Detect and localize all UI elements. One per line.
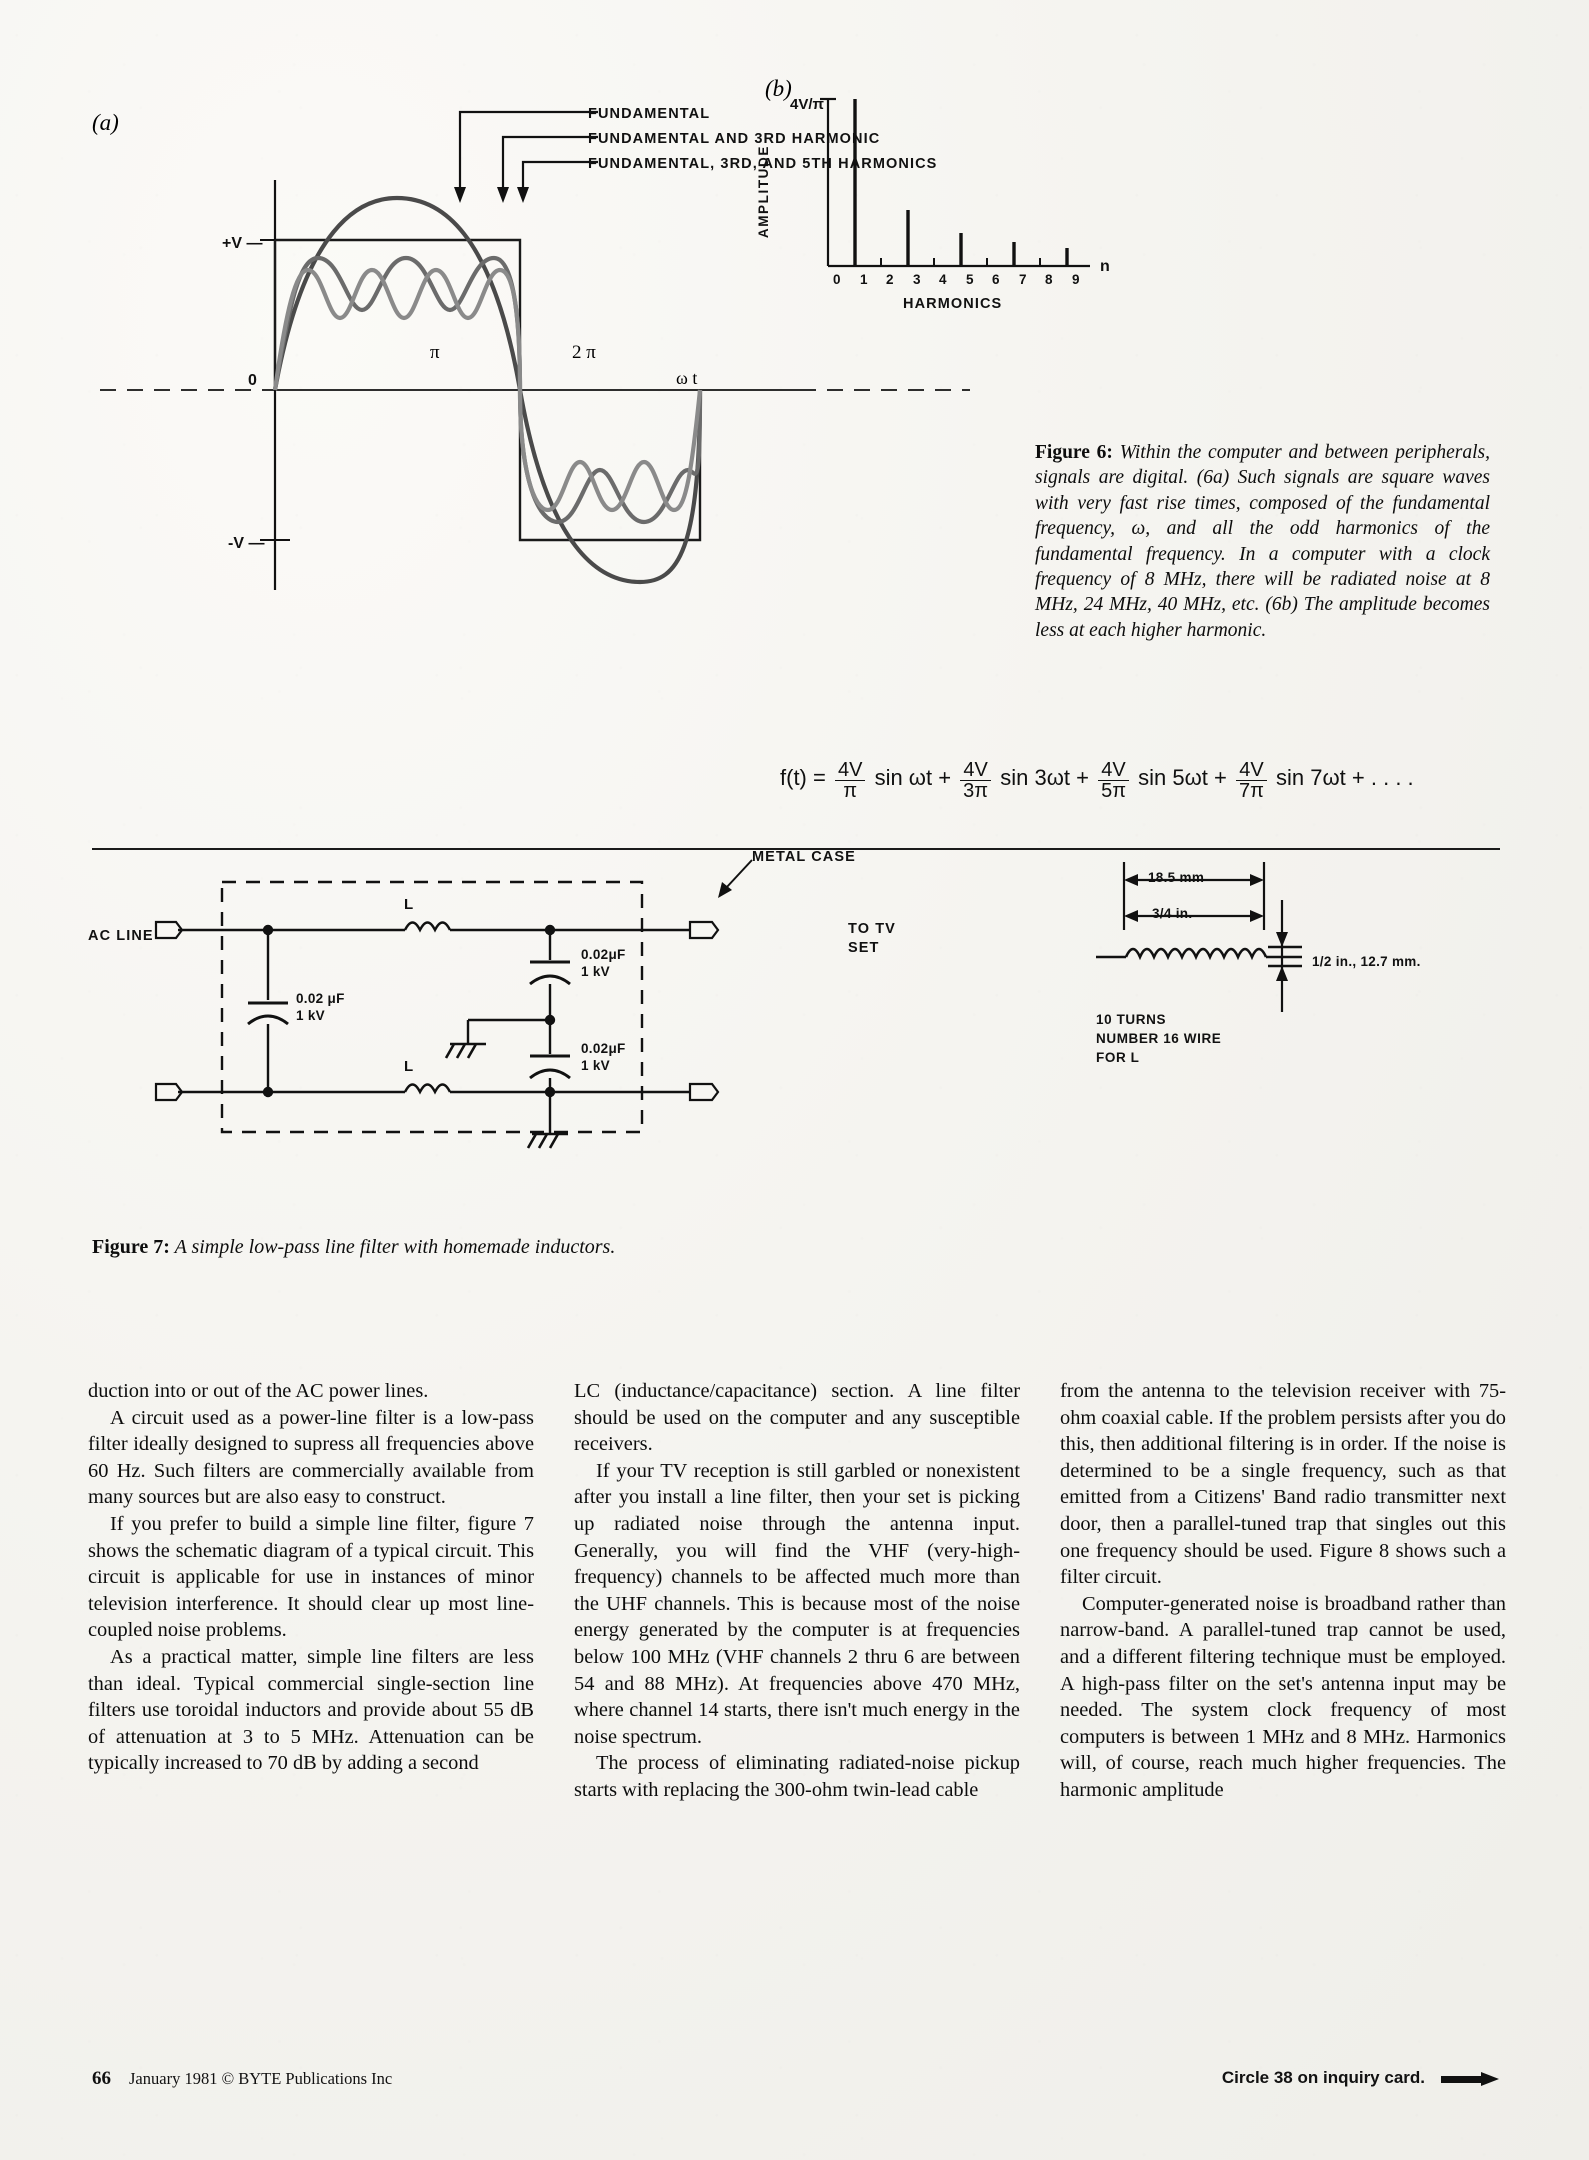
tick-7: 7 (1019, 272, 1028, 287)
coil-turns-line3: FOR L (1096, 1050, 1140, 1065)
tick-2: 2 (886, 272, 895, 287)
figure-6-caption: Figure 6: Within the computer and betwee… (1035, 440, 1490, 643)
footer-right: Circle 38 on inquiry card. (1222, 2068, 1499, 2088)
figure-6: (a) FUNDAMENTAL FUNDAMENTAL AND 3RD HARM… (0, 0, 1589, 845)
equation-term-1-rest: sin ωt + (874, 764, 952, 790)
coil-dim-length-label: 1/2 in., 12.7 mm. (1312, 954, 1421, 969)
metal-case-leader (718, 859, 753, 898)
page-footer: 66 January 1981 © BYTE Publications Inc … (0, 2060, 1589, 2120)
equation-term-4-fraction: 4V 7π (1235, 760, 1267, 802)
tick-4: 4 (939, 272, 948, 287)
panel-b-label: (b) (765, 76, 792, 101)
equation-term-3-rest: sin 5ωt + (1138, 764, 1227, 790)
body-column-1: duction into or out of the AC power line… (88, 1378, 534, 2018)
callout-fundamental-3rd-5th: FUNDAMENTAL, 3RD, AND 5TH HARMONICS (588, 156, 938, 172)
to-tv-line1: TO TV (848, 921, 896, 937)
col1-para-1: duction into or out of the AC power line… (88, 1380, 429, 1402)
square-wave-fourier-plot (100, 180, 970, 590)
tick-8: 8 (1045, 272, 1054, 287)
figure-7-caption-text: A simple low-pass line filter with homem… (169, 1236, 616, 1258)
col1-para-3: If you prefer to build a simple line fil… (88, 1512, 534, 1642)
section-divider (92, 848, 1500, 850)
harmonic-spectrum-chart (820, 97, 1090, 268)
spectrum-x-axis-var: n (1100, 258, 1110, 275)
callout-fundamental: FUNDAMENTAL (588, 106, 711, 122)
capacitor-c2-label: 0.02μF 1 kV (581, 946, 626, 980)
spectrum-y-top-label: 4V/π (790, 96, 824, 113)
col2-para-1: LC (inductance/capacitance) section. A l… (574, 1380, 1020, 1456)
equation-term-3-fraction: 4V 5π (1098, 760, 1129, 802)
col2-para-2: If your TV reception is still garbled or… (574, 1459, 1020, 1748)
callout-fundamental-3rd: FUNDAMENTAL AND 3RD HARMONIC (588, 131, 881, 147)
spectrum-tick-labels: 0 1 2 3 4 5 6 7 8 9 (818, 272, 1108, 294)
panel-a-label: (a) (92, 110, 119, 135)
axis-label-origin: 0 (248, 372, 257, 389)
c1-rating: 1 kV (296, 1008, 325, 1023)
coil-dim-in-label: 3/4 in. (1152, 906, 1193, 921)
figure-7-caption-label: Figure 7: (92, 1236, 170, 1258)
callout-leaders (454, 110, 598, 203)
body-column-3: from the antenna to the television recei… (1060, 1378, 1506, 2018)
equation-term-4-rest: sin 7ωt + . . . . (1276, 764, 1414, 790)
spectrum-x-axis-label: HARMONICS (903, 296, 1003, 312)
fourier-series-equation: f(t) = 4V π sin ωt + 4V 3π sin 3ωt + 4V … (780, 760, 1414, 802)
coil-turns-line1: 10 TURNS (1096, 1012, 1167, 1027)
to-tv-set-label: TO TV SET (848, 920, 896, 958)
publication-info: January 1981 © BYTE Publications Inc (129, 2069, 393, 2088)
coil-turns-spec: 10 TURNS NUMBER 16 WIRE FOR L (1096, 1010, 1221, 1067)
axis-label-omega-t: ω t (676, 368, 698, 388)
coil-dim-mm-label: 18.5 mm (1148, 870, 1205, 885)
figure-6-caption-text: Within the computer and between peripher… (1035, 442, 1490, 641)
equation-term-2-rest: sin 3ωt + (1000, 764, 1089, 790)
axis-tick-pi: π (430, 342, 440, 363)
right-arrow-icon (1441, 2072, 1499, 2087)
footer-left: 66 January 1981 © BYTE Publications Inc (92, 2068, 392, 2090)
tick-9: 9 (1072, 272, 1081, 287)
col3-para-2: Computer-generated noise is broadband ra… (1060, 1592, 1506, 1801)
page-number: 66 (92, 2068, 111, 2089)
inquiry-card-text: Circle 38 on inquiry card. (1221, 2068, 1425, 2087)
c2-rating: 1 kV (581, 964, 610, 979)
spectrum-y-axis-label: AMPLITUDE (756, 145, 771, 239)
line-filter-schematic (154, 880, 720, 1149)
figure-6-caption-label: Figure 6: (1035, 442, 1113, 463)
article-body: duction into or out of the AC power line… (88, 1378, 1508, 2018)
figure-7-caption: Figure 7: A simple low-pass line filter … (92, 1236, 992, 1259)
col1-para-2: A circuit used as a power-line filter is… (88, 1406, 534, 1509)
tick-6: 6 (992, 272, 1001, 287)
inductor-bottom-label: L (404, 1058, 415, 1075)
c3-value: 0.02μF (581, 1041, 626, 1056)
to-tv-line2: SET (848, 940, 880, 956)
equation-lhs: f(t) = (780, 764, 826, 790)
c2-value: 0.02μF (581, 947, 626, 962)
axis-label-minus-v: -V — (228, 535, 265, 552)
tick-1: 1 (860, 272, 869, 287)
ac-line-label: AC LINE (88, 928, 154, 944)
col1-para-4: As a practical matter, simple line filte… (88, 1645, 534, 1775)
equation-term-2-fraction: 4V 3π (960, 760, 992, 802)
capacitor-c3-label: 0.02μF 1 kV (581, 1040, 626, 1074)
inductor-top-label: L (404, 896, 415, 913)
col3-para-1: from the antenna to the television recei… (1060, 1380, 1506, 1589)
col2-para-3: The process of eliminating radiated-nois… (574, 1752, 1020, 1801)
axis-tick-2pi: 2 π (572, 342, 596, 363)
tick-5: 5 (966, 272, 975, 287)
equation-term-1-fraction: 4V π (834, 760, 866, 802)
tick-0: 0 (833, 272, 842, 287)
body-column-2: LC (inductance/capacitance) section. A l… (574, 1378, 1020, 2018)
metal-case-label: METAL CASE (752, 849, 856, 865)
coil-dimension-drawing (1096, 862, 1302, 1012)
axis-label-plus-v: +V — (222, 235, 263, 252)
figure-7: METAL CASE AC LINE TO TV SET (0, 849, 1589, 1322)
tick-3: 3 (913, 272, 922, 287)
c1-value: 0.02 μF (296, 991, 345, 1006)
c3-rating: 1 kV (581, 1058, 610, 1073)
coil-turns-line2: NUMBER 16 WIRE (1096, 1031, 1222, 1046)
capacitor-c1-label: 0.02 μF 1 kV (296, 990, 345, 1024)
